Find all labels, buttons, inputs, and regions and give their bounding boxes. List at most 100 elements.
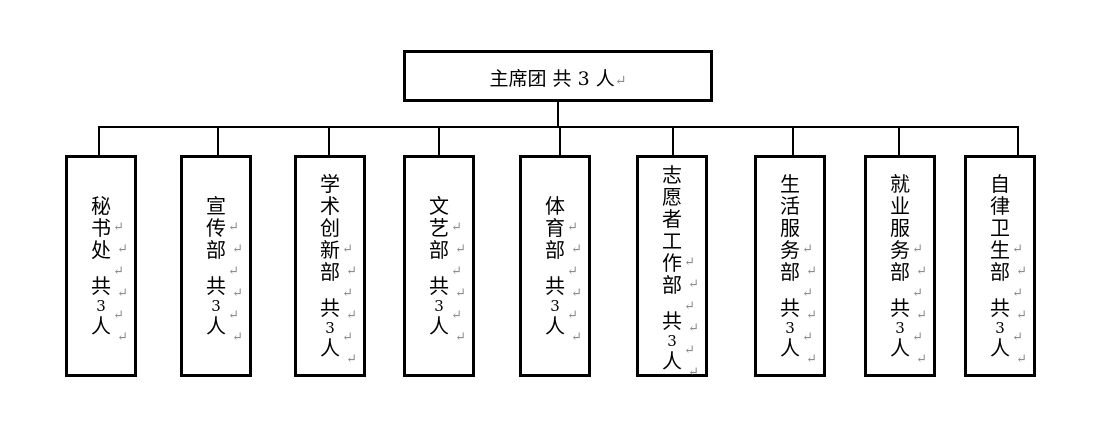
presidium-name: 主席团 [489, 68, 547, 90]
count-number: 3 [667, 332, 677, 350]
return-mark-icon: ↵ [228, 308, 239, 323]
connector-trunk [557, 102, 559, 127]
return-mark-icon: ↵ [451, 220, 462, 235]
return-mark-icon: ↵ [451, 264, 462, 279]
count-gong: 共 [990, 296, 1010, 320]
connector-drop [672, 127, 674, 155]
count-number: 3 [325, 319, 335, 337]
presidium-gong: 共 [552, 68, 572, 90]
connector-drop [328, 127, 330, 155]
department-name: 体育部 [522, 195, 588, 261]
return-marks: ↵↵↵↵↵↵ [342, 239, 357, 371]
return-mark-icon: ↵ [916, 264, 927, 279]
return-marks: ↵↵↵↵↵↵ [684, 252, 699, 384]
count-number: 3 [785, 319, 795, 337]
count-number: 3 [895, 319, 905, 337]
department-name: 就业服务部 [867, 173, 933, 283]
count-ren: 人 [91, 314, 111, 338]
return-mark-icon: ↵ [567, 264, 578, 279]
return-mark-icon: ↵ [688, 277, 699, 292]
return-mark-icon: ↵ [346, 352, 357, 367]
return-mark-icon: ↵ [1012, 242, 1023, 257]
department-name-char: 务 [780, 238, 800, 262]
return-mark-icon: ↵ [684, 255, 695, 270]
return-mark-icon: ↵ [346, 264, 357, 279]
count-ren: 人 [990, 336, 1010, 360]
department-name-char: 志 [662, 163, 682, 187]
department-name-char: 文 [429, 194, 449, 218]
return-mark-icon: ↵ [117, 330, 128, 345]
return-mark-icon: ↵ [571, 286, 582, 301]
return-mark-icon: ↵ [232, 286, 243, 301]
count-number: 3 [550, 297, 560, 315]
return-marks: ↵↵↵↵↵↵ [567, 217, 582, 349]
department-name: 自律卫生部 [967, 173, 1033, 283]
department-name: 学术创新部 [297, 173, 363, 283]
department-name-char: 务 [890, 238, 910, 262]
return-mark-icon: ↵ [1012, 286, 1023, 301]
connector-drop [438, 127, 440, 155]
department-name-char: 新 [320, 238, 340, 262]
count-gong: 共 [780, 296, 800, 320]
count-ren: 人 [320, 336, 340, 360]
return-marks: ↵↵↵↵↵↵ [912, 239, 927, 371]
department-name-char: 部 [429, 238, 449, 262]
department-name-char: 部 [662, 273, 682, 297]
department-name: 志愿者工作部 [639, 164, 705, 296]
department-name-char: 者 [662, 207, 682, 231]
return-marks: ↵↵↵↵↵↵ [228, 217, 243, 349]
return-mark-icon: ↵ [567, 308, 578, 323]
connector-drop [898, 127, 900, 155]
department-name-char: 部 [780, 260, 800, 284]
department-name-char: 愿 [662, 185, 682, 209]
return-marks: ↵↵↵↵↵↵ [1012, 239, 1027, 371]
department-name-char: 宣 [206, 194, 226, 218]
return-mark-icon: ↵ [117, 242, 128, 257]
count-ren: 人 [780, 336, 800, 360]
department-name-char: 书 [91, 216, 111, 240]
return-mark-icon: ↵ [232, 242, 243, 257]
department-name-char: 服 [890, 216, 910, 240]
connector-drop [1017, 127, 1019, 155]
department-name: 宣传部 [183, 195, 249, 261]
department-name-char: 秘 [91, 194, 111, 218]
return-marks: ↵↵↵↵↵↵ [802, 239, 817, 371]
return-mark-icon: ↵ [571, 242, 582, 257]
return-mark-icon: ↵ [113, 220, 124, 235]
return-mark-icon: ↵ [232, 330, 243, 345]
department-name-char: 部 [206, 238, 226, 262]
return-mark-icon: ↵ [1016, 308, 1027, 323]
presidium-box: 主席团 共 3 人↵ [403, 50, 713, 102]
return-marks: ↵↵↵↵↵↵ [451, 217, 466, 349]
return-mark-icon: ↵ [684, 343, 695, 358]
return-mark-icon: ↵ [806, 264, 817, 279]
count-gong: 共 [91, 274, 111, 298]
department-name-char: 部 [545, 238, 565, 262]
connector-bus [98, 126, 1019, 128]
department-name-char: 部 [890, 260, 910, 284]
return-mark-icon: ↵ [1016, 352, 1027, 367]
return-mark-icon: ↵ [117, 286, 128, 301]
return-mark-icon: ↵ [113, 264, 124, 279]
department-name-char: 学 [320, 172, 340, 196]
return-mark-icon: ↵ [806, 308, 817, 323]
count-gong: 共 [320, 296, 340, 320]
department-name-char: 卫 [990, 216, 1010, 240]
return-mark-icon: ↵ [916, 308, 927, 323]
return-mark-icon: ↵ [1012, 330, 1023, 345]
department-name-char: 体 [545, 194, 565, 218]
count-ren: 人 [545, 314, 565, 338]
count-gong: 共 [545, 274, 565, 298]
